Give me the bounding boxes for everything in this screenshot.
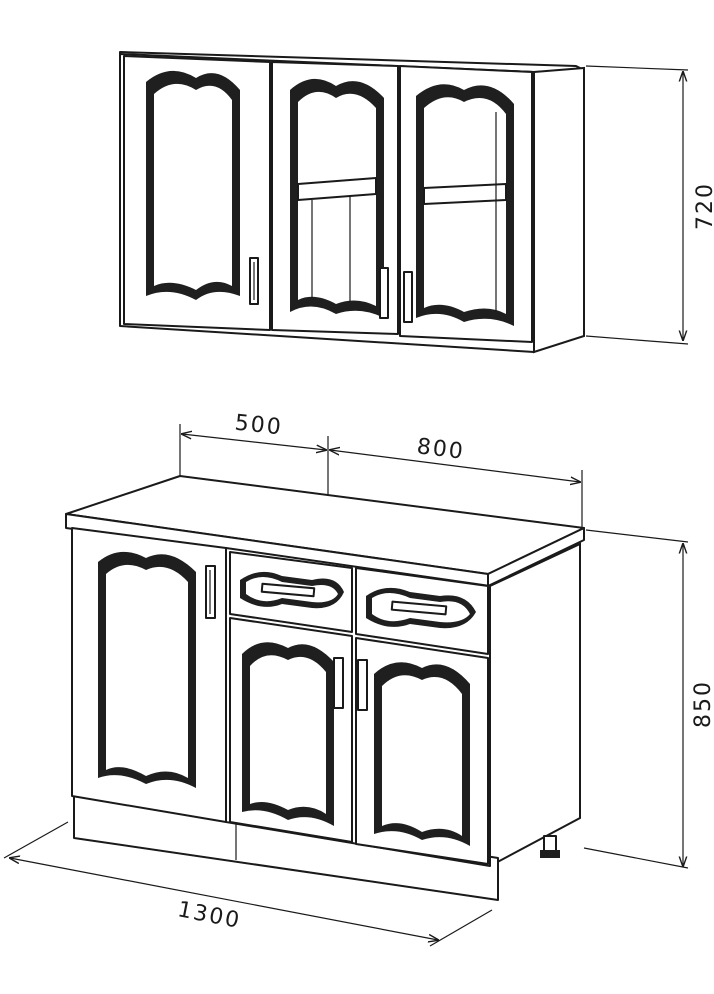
dimension-label-base-height: 850: [691, 680, 714, 728]
dimension-label-total-width: 1300: [175, 897, 243, 934]
drawer-handle-icon: [260, 582, 316, 598]
adjustable-foot-icon: [540, 835, 560, 858]
dimension-label-right-width: 800: [415, 434, 466, 465]
wall-cabinet-side: [533, 66, 585, 354]
base-cabinet-side: [489, 542, 581, 868]
door-handle-icon: [357, 659, 368, 711]
door-handle-icon: [379, 267, 389, 319]
base-cabinet: [65, 475, 585, 901]
base-door-middle: [229, 617, 353, 843]
countertop-side: [487, 527, 585, 587]
dimension-base-height: 850: [583, 529, 714, 869]
base-door-right: [355, 637, 489, 865]
drawer-right: [355, 567, 489, 655]
door-handle-icon: [333, 657, 344, 709]
dimension-label-left-width: 500: [234, 411, 284, 441]
dimension-label-wall-height: 720: [693, 182, 714, 230]
door-handle-icon: [205, 565, 216, 619]
wall-door-solid: [123, 55, 271, 331]
dimension-top: 500 800: [179, 411, 583, 530]
dimension-wall-height: 720: [585, 65, 714, 345]
wall-door-glass-left: [271, 61, 399, 335]
dimension-total-width: 1300: [3, 821, 493, 947]
base-door-left: [71, 527, 227, 823]
wall-door-glass-right: [399, 65, 533, 343]
drawer-left: [229, 551, 353, 633]
door-handle-icon: [249, 257, 259, 305]
drawer-handle-icon: [390, 600, 448, 616]
door-handle-icon: [403, 271, 413, 323]
wall-cabinet: [119, 51, 585, 354]
